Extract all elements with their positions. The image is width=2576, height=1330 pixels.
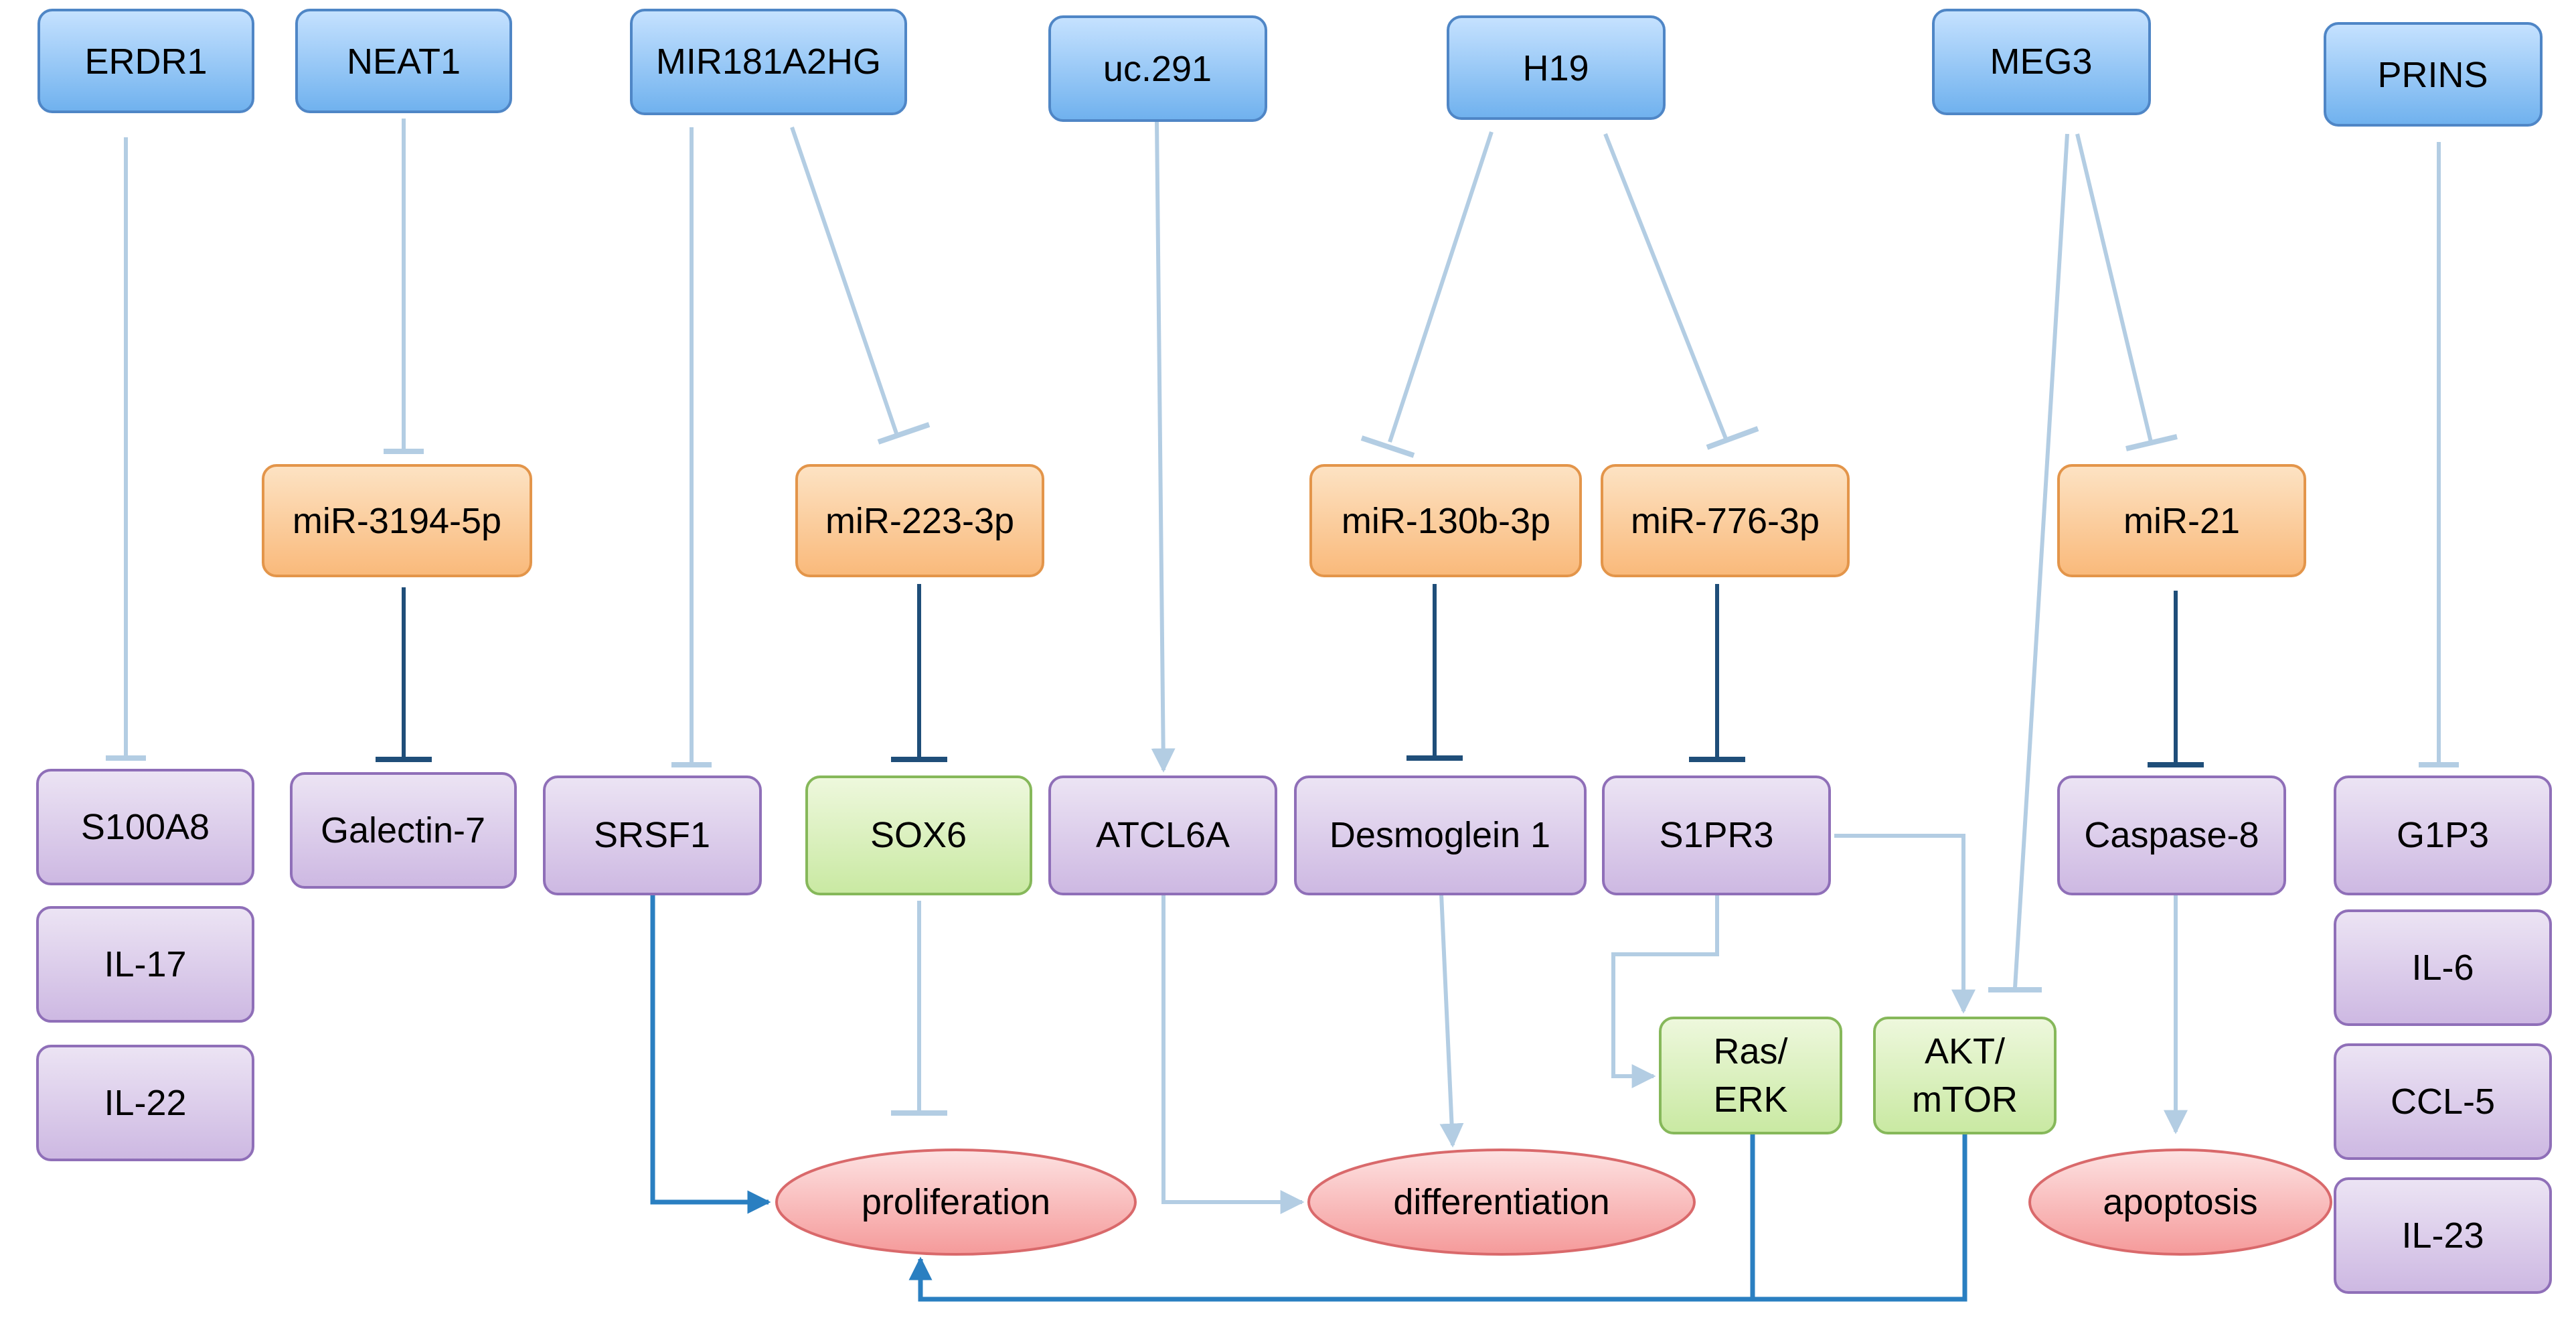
lncrna-label: MIR181A2HG bbox=[656, 42, 881, 82]
protein-label: G1P3 bbox=[2397, 815, 2489, 855]
protein-node-il22: IL-22 bbox=[36, 1045, 254, 1161]
edge-uc291-atcl6a bbox=[1151, 120, 1176, 773]
pathway-label-line2: mTOR bbox=[1912, 1080, 2018, 1120]
lncrna-node-neat1: NEAT1 bbox=[295, 9, 512, 113]
edge-prins-g1p3 bbox=[2419, 142, 2459, 767]
mirna-label: miR-776-3p bbox=[1631, 501, 1820, 541]
edge-erdr1-s100a8 bbox=[106, 137, 146, 761]
edge-desmoglein1-differentiation bbox=[1439, 893, 1464, 1148]
outcome-node-proliferation: proliferation bbox=[775, 1149, 1137, 1256]
edge-mir130b-desmoglein1 bbox=[1406, 584, 1463, 761]
mirna-node-mir3194: miR-3194-5p bbox=[262, 464, 532, 577]
protein-node-galectin7: Galectin-7 bbox=[290, 772, 517, 889]
outcome-label: proliferation bbox=[862, 1182, 1050, 1222]
lncrna-node-erdr1: ERDR1 bbox=[37, 9, 254, 113]
edge-sox6-proliferation bbox=[891, 901, 947, 1116]
edge-mir223-sox6 bbox=[891, 584, 947, 762]
edges bbox=[106, 119, 2459, 1302]
lncrna-node-uc291: uc.291 bbox=[1048, 15, 1267, 122]
pathway-label-line2: ERK bbox=[1713, 1080, 1787, 1120]
mirna-node-mir776: miR-776-3p bbox=[1601, 464, 1850, 577]
nodes: ERDR1 NEAT1 MIR181A2HG uc.291 H19 MEG3 P… bbox=[36, 9, 2552, 1294]
edge-mir181a2hg-mir223 bbox=[790, 127, 931, 445]
edge-h19-mir776 bbox=[1603, 133, 1759, 450]
protein-label: ATCL6A bbox=[1096, 815, 1230, 855]
protein-label: S100A8 bbox=[81, 807, 210, 847]
edge-mir21-caspase8 bbox=[2148, 591, 2204, 767]
pathway-node-sox6: SOX6 bbox=[805, 775, 1032, 895]
edge-atcl6a-differentiation bbox=[1161, 894, 1305, 1214]
protein-node-il23: IL-23 bbox=[2334, 1177, 2552, 1294]
lncrna-node-h19: H19 bbox=[1447, 15, 1666, 120]
mirna-node-mir130b: miR-130b-3p bbox=[1309, 464, 1582, 577]
mirna-node-mir223: miR-223-3p bbox=[795, 464, 1044, 577]
edge-mir3194-galectin7 bbox=[376, 587, 432, 762]
protein-node-desmoglein1: Desmoglein 1 bbox=[1294, 775, 1587, 895]
protein-label: Galectin-7 bbox=[321, 810, 485, 851]
outcome-label: differentiation bbox=[1393, 1182, 1609, 1222]
edge-meg3-aktmtor bbox=[1988, 133, 2069, 992]
edge-mir181a2hg-srsf1 bbox=[671, 127, 712, 767]
protein-label: S1PR3 bbox=[1659, 815, 1773, 855]
protein-node-il17: IL-17 bbox=[36, 906, 254, 1023]
protein-node-s100a8: S100A8 bbox=[36, 769, 254, 885]
mirna-label: miR-130b-3p bbox=[1342, 501, 1550, 541]
protein-label: IL-23 bbox=[2401, 1215, 2484, 1256]
lncrna-node-prins: PRINS bbox=[2324, 22, 2543, 127]
pathway-label: SOX6 bbox=[870, 815, 967, 855]
edge-h19-mir130b bbox=[1360, 131, 1494, 458]
edge-neat1-mir3194 bbox=[384, 119, 424, 454]
edge-meg3-mir21 bbox=[2075, 133, 2178, 451]
edge-s1pr3-raserk bbox=[1611, 894, 1719, 1088]
protein-label: IL-22 bbox=[104, 1083, 186, 1123]
edge-mir776-s1pr3 bbox=[1689, 584, 1745, 762]
protein-label: IL-17 bbox=[104, 944, 186, 984]
protein-node-g1p3: G1P3 bbox=[2334, 775, 2552, 895]
protein-node-ccl5: CCL-5 bbox=[2334, 1043, 2552, 1160]
lncrna-node-mir181a2hg: MIR181A2HG bbox=[630, 9, 907, 115]
lncrna-label: uc.291 bbox=[1103, 49, 1212, 89]
mirna-label: miR-21 bbox=[2123, 501, 2240, 541]
pathway-node-aktmtor: AKT/ mTOR bbox=[1873, 1017, 2057, 1134]
edge-s1pr3-aktmtor bbox=[1834, 834, 1976, 1014]
protein-node-caspase8: Caspase-8 bbox=[2057, 775, 2286, 895]
outcome-label: apoptosis bbox=[2103, 1182, 2257, 1222]
protein-node-s1pr3: S1PR3 bbox=[1602, 775, 1831, 895]
pathway-label-line1: AKT/ bbox=[1925, 1031, 2005, 1072]
lncrna-node-meg3: MEG3 bbox=[1932, 9, 2151, 115]
protein-node-il6: IL-6 bbox=[2334, 909, 2552, 1026]
protein-label: Desmoglein 1 bbox=[1330, 815, 1550, 855]
protein-node-atcl6a: ATCL6A bbox=[1048, 775, 1277, 895]
protein-label: CCL-5 bbox=[2391, 1082, 2495, 1122]
edge-srsf1-proliferation bbox=[650, 894, 771, 1214]
edge-raserk-aktmtor-proliferation bbox=[908, 1132, 1967, 1302]
lncrna-label: NEAT1 bbox=[347, 42, 461, 82]
protein-node-srsf1: SRSF1 bbox=[543, 775, 762, 895]
lncrna-label: MEG3 bbox=[1990, 42, 2092, 82]
mirna-node-mir21: miR-21 bbox=[2057, 464, 2306, 577]
mirna-label: miR-3194-5p bbox=[293, 501, 501, 541]
lncrna-label: H19 bbox=[1522, 48, 1589, 88]
lncrna-label: ERDR1 bbox=[84, 42, 207, 82]
pathway-node-raserk: Ras/ ERK bbox=[1659, 1017, 1842, 1134]
outcome-node-apoptosis: apoptosis bbox=[2028, 1149, 2332, 1256]
mirna-label: miR-223-3p bbox=[825, 501, 1014, 541]
protein-label: SRSF1 bbox=[594, 815, 710, 855]
lncrna-label: PRINS bbox=[2377, 55, 2488, 95]
pathway-label-line1: Ras/ bbox=[1713, 1031, 1787, 1072]
outcome-node-differentiation: differentiation bbox=[1307, 1149, 1696, 1256]
protein-label: IL-6 bbox=[2411, 948, 2474, 988]
protein-label: Caspase-8 bbox=[2084, 815, 2259, 855]
